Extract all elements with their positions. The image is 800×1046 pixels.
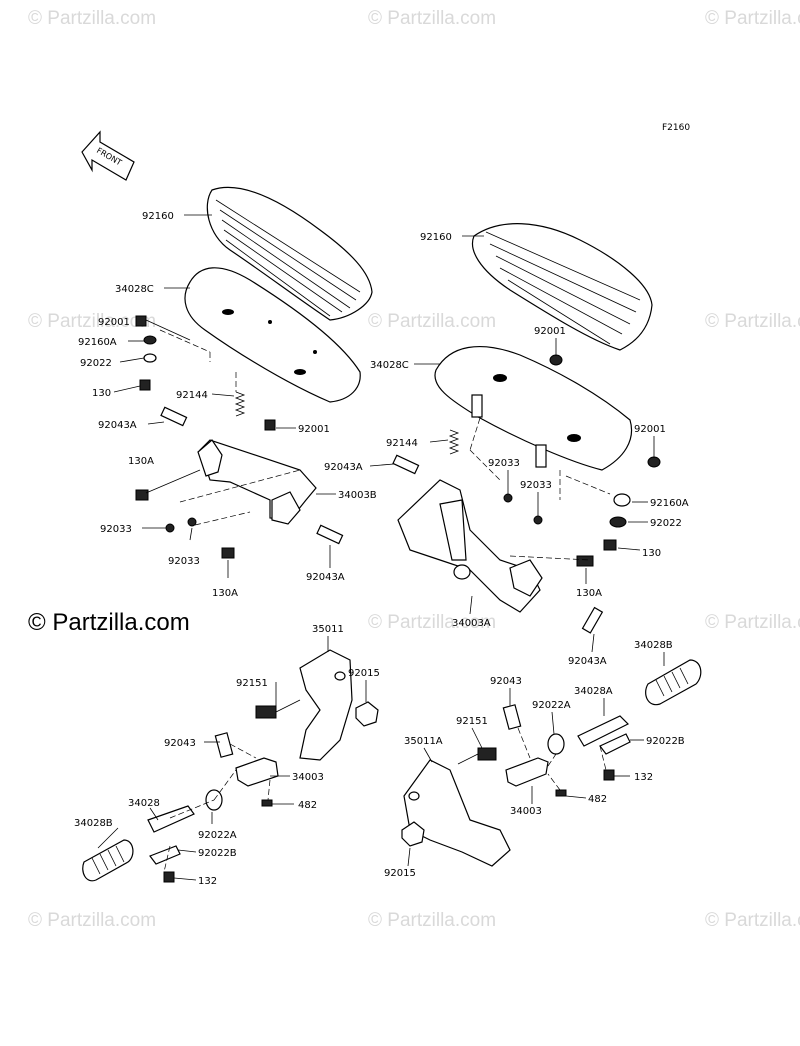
part-label: 34003B (338, 490, 377, 501)
part-label: 92015 (348, 668, 380, 679)
watermark: © Partzilla.com (705, 8, 800, 29)
part-label: 34028C (115, 284, 154, 295)
part-label: 482 (298, 800, 317, 811)
part-label: 34028C (370, 360, 409, 371)
part-label: 92033 (100, 524, 132, 535)
left-floorboard-assembly (113, 186, 373, 578)
part-label: 92144 (176, 390, 208, 401)
part-label: 92160 (142, 211, 174, 222)
diagram-code: F2160 (662, 123, 690, 133)
part-label: 92160A (650, 498, 689, 509)
watermark: © Partzilla.com (28, 910, 156, 931)
front-arrow-icon: FRONT (81, 130, 135, 181)
right-floorboard-assembly (369, 223, 661, 653)
part-label: 35011 (312, 624, 344, 635)
part-label: 130A (576, 588, 602, 599)
part-label: 482 (588, 794, 607, 805)
watermark: © Partzilla.com (705, 612, 800, 633)
watermark: © Partzilla.com (28, 311, 156, 332)
part-label: 34028A (574, 686, 613, 697)
part-label: 132 (198, 876, 217, 887)
part-labels: 92160 34028C 92001 92160A 92022 130 9214… (74, 211, 689, 887)
watermark: © Partzilla.com (368, 311, 496, 332)
left-footpeg-assembly (82, 636, 379, 883)
part-label: 92022 (80, 358, 112, 369)
watermark: © Partzilla.com (368, 612, 496, 633)
part-label: 92160A (78, 337, 117, 348)
part-label: 92043 (490, 676, 522, 687)
part-label: 34003A (452, 618, 491, 629)
watermark: © Partzilla.com (28, 8, 156, 29)
part-label: 92022A (532, 700, 571, 711)
watermark: © Partzilla.com (705, 910, 800, 931)
part-label: 92151 (456, 716, 488, 727)
part-label: 34003 (510, 806, 542, 817)
watermark: © Partzilla.com (705, 311, 800, 332)
part-label: 130 (642, 548, 661, 559)
part-label: 92043 (164, 738, 196, 749)
part-label: 34028B (634, 640, 673, 651)
part-label: 35011A (404, 736, 443, 747)
part-label: 34028B (74, 818, 113, 829)
part-label: 92043A (98, 420, 137, 431)
part-label: 132 (634, 772, 653, 783)
part-label: 92022A (198, 830, 237, 841)
part-label: 92151 (236, 678, 268, 689)
watermarks: © Partzilla.com © Partzilla.com © Partzi… (28, 8, 800, 931)
part-label: 92022B (646, 736, 685, 747)
part-label: 92015 (384, 868, 416, 879)
watermark: © Partzilla.com (368, 8, 496, 29)
right-footpeg-assembly (401, 652, 702, 867)
part-label: 92043A (568, 656, 607, 667)
part-label: 34003 (292, 772, 324, 783)
part-label: 92144 (386, 438, 418, 449)
part-label: 34028 (128, 798, 160, 809)
part-label: 92001 (634, 424, 666, 435)
part-label: 92033 (168, 556, 200, 567)
part-label: 92022 (650, 518, 682, 529)
part-label: 92001 (534, 326, 566, 337)
part-label: 130A (128, 456, 154, 467)
part-label: 130A (212, 588, 238, 599)
part-label: 92033 (520, 480, 552, 491)
part-label: 92160 (420, 232, 452, 243)
part-label: 92043A (324, 462, 363, 473)
part-label: 92022B (198, 848, 237, 859)
watermark-main: © Partzilla.com (28, 609, 190, 636)
part-label: 92001 (298, 424, 330, 435)
part-label: 92043A (306, 572, 345, 583)
watermark: © Partzilla.com (368, 910, 496, 931)
part-label: 130 (92, 388, 111, 399)
part-label: 92001 (98, 317, 130, 328)
part-label: 92033 (488, 458, 520, 469)
